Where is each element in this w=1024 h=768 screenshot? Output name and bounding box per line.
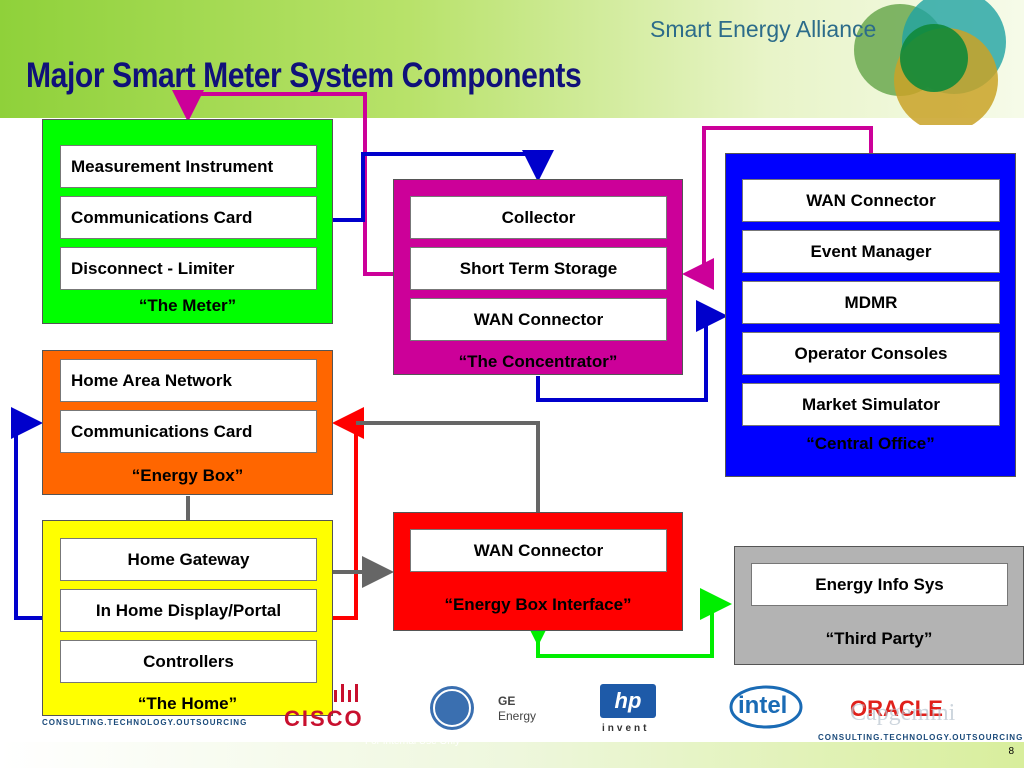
meter-measurement-instrument: Measurement Instrument	[60, 145, 317, 188]
concentrator-collector: Collector	[410, 196, 667, 239]
link-meter-to-collector	[333, 150, 554, 222]
group-meter: Measurement Instrument Communications Ca…	[42, 119, 333, 324]
link-interface-to-thirdparty	[522, 588, 732, 658]
concentrator-wan-connector: WAN Connector	[410, 298, 667, 341]
link-interface-to-energybox	[356, 421, 540, 512]
group-home: Home Gateway In Home Display/Portal Cont…	[42, 520, 333, 716]
group-energy-box-interface: WAN Connector “Energy Box Interface”	[393, 512, 683, 631]
concentrator-caption: “The Concentrator”	[458, 352, 618, 371]
capgemini-tagline-right: CONSULTING.TECHNOLOGY.OUTSOURCING	[818, 733, 1024, 742]
link-home-to-energybox	[11, 407, 43, 620]
capgemini-logo: Capgemini	[850, 700, 956, 726]
brand-logo-icon	[854, 0, 1006, 125]
meter-caption: “The Meter”	[138, 296, 237, 315]
thirdparty-energy-info-sys: Energy Info Sys	[751, 563, 1008, 606]
oracle-logo: ORACLE	[850, 696, 943, 721]
central-event-manager: Event Manager	[742, 230, 1000, 273]
energy-box-interface-caption: “Energy Box Interface”	[444, 595, 632, 614]
page-title: Major Smart Meter System Components	[26, 56, 582, 95]
central-operator-consoles: Operator Consoles	[742, 332, 1000, 375]
cisco-logo: CISCO	[284, 706, 364, 731]
link-concentrator-to-central	[536, 300, 728, 402]
group-central-office: WAN Connector Event Manager MDMR Operato…	[725, 153, 1016, 477]
group-third-party: Energy Info Sys “Third Party”	[734, 546, 1024, 665]
home-gateway: Home Gateway	[60, 538, 317, 581]
home-display-portal: In Home Display/Portal	[60, 589, 317, 632]
energybox-communications-card: Communications Card	[60, 410, 317, 453]
intel-ring-icon	[729, 685, 803, 729]
intel-logo: intel	[738, 692, 788, 719]
footer-note: For Internal Use Only	[365, 736, 461, 747]
ge-logo-text: GE	[498, 694, 516, 708]
concentrator-short-term-storage: Short Term Storage	[410, 247, 667, 290]
interface-wan-connector: WAN Connector	[410, 529, 667, 572]
link-concentrator-to-meter	[172, 90, 393, 276]
capgemini-tagline-left: CONSULTING.TECHNOLOGY.OUTSOURCING	[42, 718, 248, 727]
hp-logo-text: hp	[614, 688, 642, 713]
page-number: 8	[1008, 746, 1014, 757]
home-caption: “The Home”	[137, 694, 238, 713]
central-office-caption: “Central Office”	[806, 434, 935, 453]
energy-box-caption: “Energy Box”	[131, 466, 244, 485]
ge-energy-text: Energy	[498, 709, 537, 723]
header-band	[0, 0, 1024, 118]
brand-name: Smart Energy Alliance	[650, 16, 877, 42]
cisco-bars-icon	[334, 684, 358, 702]
footer-band	[0, 742, 1024, 768]
meter-communications-card: Communications Card	[60, 196, 317, 239]
home-controllers: Controllers	[60, 640, 317, 683]
group-energy-box: Home Area Network Communications Card “E…	[42, 350, 333, 495]
central-market-simulator: Market Simulator	[742, 383, 1000, 426]
group-concentrator: Collector Short Term Storage WAN Connect…	[393, 179, 683, 375]
ge-logo-icon	[430, 686, 474, 730]
central-wan-connector: WAN Connector	[742, 179, 1000, 222]
energybox-home-area-network: Home Area Network	[60, 359, 317, 402]
link-home-to-energybox-red	[332, 407, 364, 620]
link-central-to-concentrator	[682, 126, 873, 290]
hp-logo: hp	[600, 684, 656, 718]
meter-disconnect-limiter: Disconnect - Limiter	[60, 247, 317, 290]
hp-invent-text: invent	[602, 723, 650, 734]
third-party-caption: “Third Party”	[825, 629, 933, 648]
central-mdmr: MDMR	[742, 281, 1000, 324]
